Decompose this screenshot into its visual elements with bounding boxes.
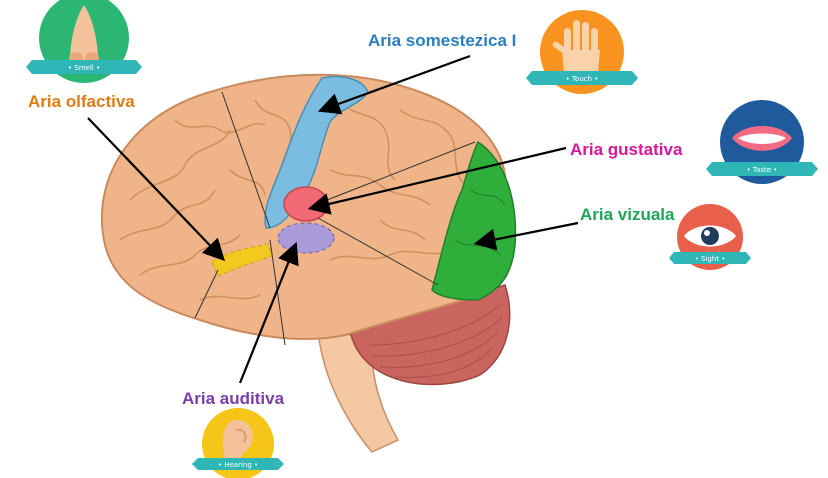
touch-badge: • Touch • — [526, 10, 638, 94]
arrow-visual — [473, 221, 579, 251]
arrow-somatosensory — [317, 54, 471, 115]
ear-icon — [222, 420, 253, 468]
mouth-icon — [732, 126, 792, 151]
eye-icon — [684, 225, 736, 247]
arrow-gustatory — [307, 146, 567, 215]
label-somatosensory: Aria somestezica I — [368, 31, 517, 50]
label-visual: Aria vizuala — [580, 205, 675, 224]
smell-badge-text: • Smell • — [68, 64, 100, 72]
taste-badge: • Taste • — [706, 100, 818, 184]
hearing-badge-text: • Hearing • — [218, 461, 258, 469]
sight-badge-text: • Sight • — [695, 255, 726, 263]
hearing-badge: • Hearing • — [192, 408, 284, 478]
auditory-region — [277, 222, 335, 254]
label-auditory: Aria auditiva — [182, 389, 285, 408]
taste-badge-text: • Taste • — [747, 166, 778, 174]
label-gustatory: Aria gustativa — [570, 140, 683, 159]
visual-region — [431, 140, 517, 301]
touch-badge-text: • Touch • — [566, 75, 599, 83]
arrow-auditory — [238, 241, 299, 384]
gustatory-region — [283, 186, 329, 222]
sight-badge: • Sight • — [669, 204, 751, 270]
arrow-olfactory — [87, 117, 226, 262]
label-olfactory: Aria olfactiva — [28, 92, 135, 111]
smell-badge: • Smell • — [26, 0, 142, 83]
